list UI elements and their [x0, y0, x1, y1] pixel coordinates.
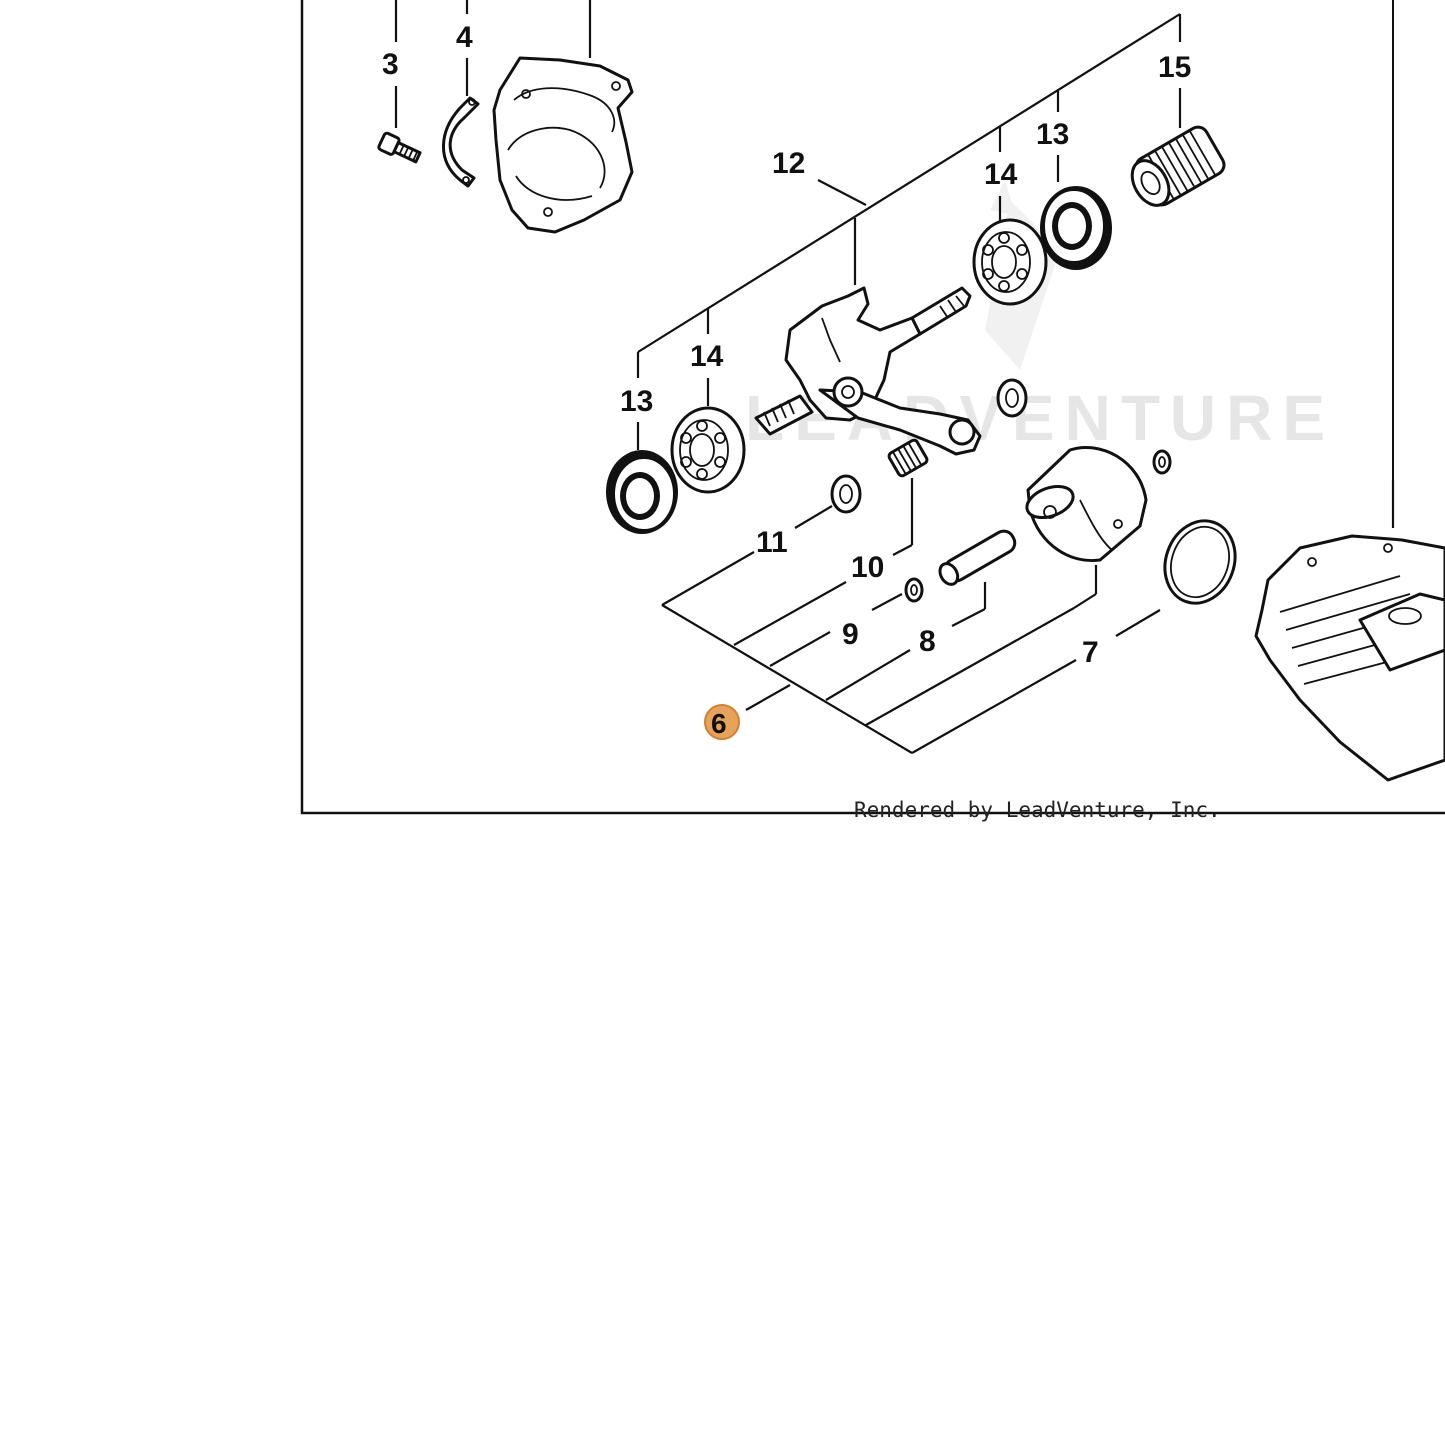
- part-piston-ring[interactable]: [1154, 511, 1247, 613]
- leader-lines: [394, 0, 1395, 754]
- part-screw[interactable]: [377, 131, 422, 165]
- callout-8: 8: [919, 625, 936, 658]
- credit-text: Rendered by LeadVenture, Inc.: [854, 798, 1221, 822]
- part-ball-bearing-lower[interactable]: [670, 406, 746, 494]
- part-clamp[interactable]: [442, 96, 480, 188]
- part-thrust-washer-right[interactable]: [996, 378, 1028, 418]
- callout-14-upper: 14: [984, 158, 1018, 191]
- part-circlip-right[interactable]: [1152, 449, 1172, 475]
- part-oil-seal-lower[interactable]: [606, 450, 678, 534]
- callout-14-lower: 14: [690, 340, 724, 373]
- part-oil-seal-upper[interactable]: [1040, 186, 1112, 270]
- part-ball-bearing-upper[interactable]: [972, 218, 1048, 306]
- callout-6: 6: [711, 708, 727, 739]
- callout-4: 4: [456, 21, 473, 54]
- callout-10: 10: [851, 551, 884, 584]
- callout-11: 11: [756, 526, 788, 559]
- callout-9: 9: [842, 618, 859, 651]
- diagram-frame: [300, 0, 1445, 815]
- callout-13-upper: 13: [1036, 118, 1069, 151]
- part-crankshaft[interactable]: [754, 286, 982, 456]
- part-crankcase[interactable]: [492, 56, 634, 234]
- callout-15: 15: [1158, 51, 1191, 84]
- part-piston[interactable]: [1023, 445, 1148, 563]
- part-cylinder[interactable]: [1254, 534, 1445, 782]
- callout-12: 12: [772, 147, 805, 180]
- part-circlip[interactable]: [904, 577, 924, 603]
- callout-6-highlight[interactable]: 6: [704, 704, 740, 740]
- part-worm-spring[interactable]: [1124, 123, 1228, 213]
- callout-13-lower: 13: [620, 385, 653, 418]
- part-needle-bearing[interactable]: [887, 438, 929, 478]
- part-piston-pin[interactable]: [936, 527, 1018, 587]
- part-washer[interactable]: [830, 474, 862, 514]
- callout-3: 3: [382, 48, 399, 81]
- callout-7: 7: [1082, 636, 1099, 669]
